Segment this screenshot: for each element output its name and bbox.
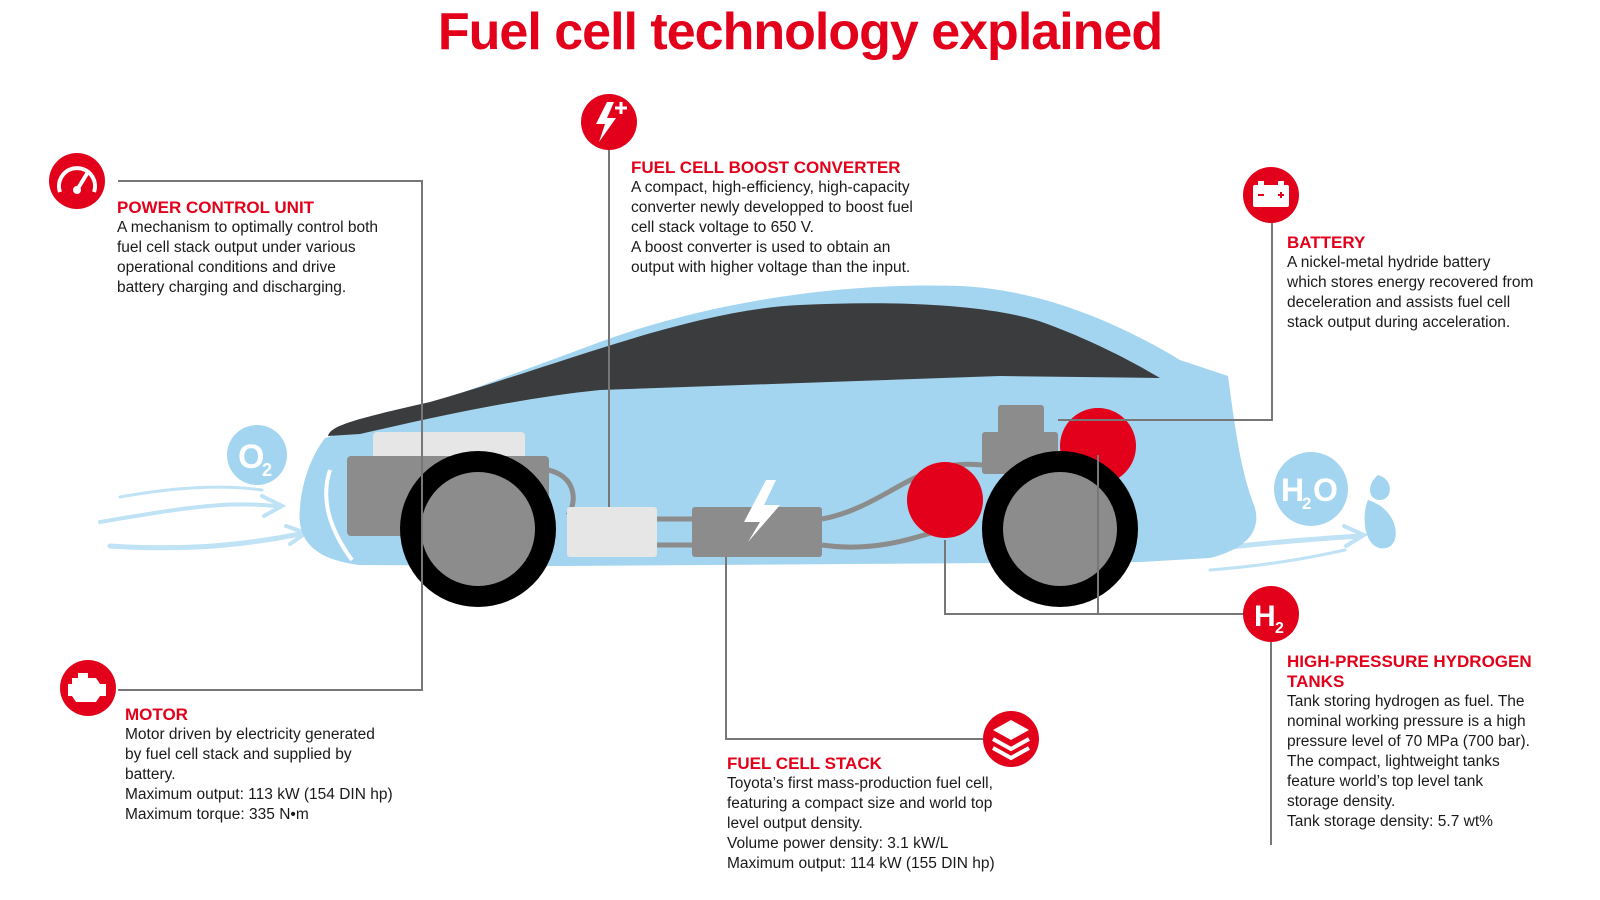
boost-converter-line: A boost converter is used to obtain an — [631, 239, 891, 256]
fuel-cell-stack-block — [692, 507, 822, 557]
hydrogen-tanks-line: Tank storing hydrogen as fuel. The — [1287, 693, 1525, 710]
boost-converter-line: cell stack voltage to 650 V. — [631, 219, 814, 236]
water-bubble: H 2 O — [1274, 452, 1348, 526]
power-control-unit-heading: POWER CONTROL UNIT — [117, 198, 315, 217]
engine-icon — [60, 660, 116, 716]
battery-block — [998, 405, 1044, 435]
svg-text:2: 2 — [262, 460, 272, 480]
power-control-unit-line: operational conditions and drive — [117, 259, 336, 276]
battery-block-text: BATTERY A nickel-metal hydride battery w… — [1287, 233, 1533, 333]
hydrogen-tanks-block-text: HIGH-PRESSURE HYDROGEN TANKS Tank storin… — [1287, 652, 1557, 832]
motor-line: battery. — [125, 766, 176, 783]
stack-cables — [657, 516, 692, 548]
battery-line: deceleration and assists fuel cell — [1287, 294, 1511, 311]
stack-layers-icon — [983, 711, 1039, 767]
power-control-unit-line: battery charging and discharging. — [117, 279, 347, 296]
boost-converter-line: A compact, high-efficiency, high-capacit… — [631, 179, 910, 196]
hydrogen-icon: H 2 — [1243, 586, 1299, 642]
hydrogen-tanks-line: nominal working pressure is a high — [1287, 713, 1526, 730]
power-control-unit-line: A mechanism to optimally control both — [117, 219, 379, 236]
hydrogen-tanks-line: feature world’s top level tank — [1287, 773, 1484, 790]
boost-converter-line: output with higher voltage than the inpu… — [631, 259, 911, 276]
fuel-cell-stack-block-text: FUEL CELL STACK Toyota’s first mass-prod… — [727, 754, 995, 874]
motor-line: Maximum output: 113 kW (154 DIN hp) — [125, 786, 393, 803]
svg-text:O: O — [1313, 472, 1338, 508]
car-windows — [328, 303, 1160, 436]
battery-line: which stores energy recovered from — [1287, 274, 1534, 291]
fuel-cell-stack-line: featuring a compact size and world top — [727, 795, 993, 812]
air-intake-arrows — [98, 485, 311, 551]
svg-text:O: O — [238, 438, 264, 476]
boost-converter-block-text: FUEL CELL BOOST CONVERTER A compact, hig… — [631, 158, 913, 278]
power-control-unit-line: fuel cell stack output under various — [117, 239, 356, 256]
hydrogen-tanks-line: The compact, lightweight tanks — [1287, 753, 1500, 770]
hydrogen-tanks-heading: HIGH-PRESSURE HYDROGEN TANKS — [1287, 652, 1532, 691]
front-wheel — [400, 451, 556, 607]
motor-line: Motor driven by electricity generated — [125, 726, 375, 743]
boost-converter-block — [567, 507, 657, 557]
lightning-icon — [744, 480, 780, 542]
page-title: Fuel cell technology explained — [437, 3, 1163, 61]
svg-text:H: H — [1254, 600, 1276, 633]
battery-icon — [1243, 167, 1299, 223]
fuel-cell-stack-heading: FUEL CELL STACK — [727, 754, 882, 773]
front-grille — [324, 469, 354, 562]
svg-text:H: H — [1281, 472, 1304, 508]
hydrogen-tank-front — [907, 462, 983, 538]
fuel-cell-stack-line: Toyota’s first mass-production fuel cell… — [727, 775, 993, 792]
boost-converter-line: converter newly developped to boost fuel — [631, 199, 913, 216]
fuel-cell-stack-line: Volume power density: 3.1 kW/L — [727, 835, 949, 852]
rear-wheel — [982, 451, 1138, 607]
hydrogen-tanks-line: pressure level of 70 MPa (700 bar). — [1287, 733, 1530, 750]
motor-block-text: MOTOR Motor driven by electricity genera… — [125, 705, 393, 825]
battery-line: A nickel-metal hydride battery — [1287, 254, 1491, 271]
gauge-icon — [49, 153, 105, 209]
svg-text:2: 2 — [1275, 620, 1284, 637]
boost-converter-heading: FUEL CELL BOOST CONVERTER — [631, 158, 901, 177]
power-control-unit-block: POWER CONTROL UNIT A mechanism to optima… — [117, 198, 378, 298]
motor-line: Maximum torque: 335 N•m — [125, 806, 309, 823]
svg-text:2: 2 — [1302, 494, 1311, 513]
water-droplets — [1364, 475, 1396, 549]
fuel-cell-stack-line: level output density. — [727, 815, 863, 832]
battery-line: stack output during acceleration. — [1287, 314, 1511, 331]
motor-heading: MOTOR — [125, 705, 188, 724]
fuel-cell-stack-line: Maximum output: 114 kW (155 DIN hp) — [727, 855, 995, 872]
hydrogen-tanks-line: Tank storage density: 5.7 wt% — [1287, 813, 1493, 830]
battery-heading: BATTERY — [1287, 233, 1366, 252]
bolt-plus-icon — [581, 94, 637, 150]
motor-line: by fuel cell stack and supplied by — [125, 746, 352, 763]
oxygen-bubble: O 2 — [227, 425, 287, 485]
hydrogen-tanks-line: storage density. — [1287, 793, 1396, 810]
leader-lines — [118, 150, 1273, 845]
